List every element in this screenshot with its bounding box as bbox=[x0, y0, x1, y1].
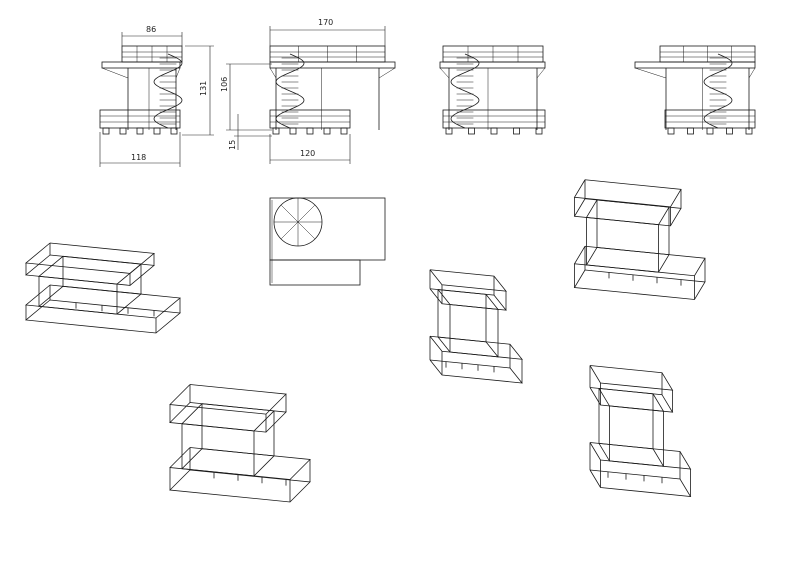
dim-top-width-86: 86 bbox=[121, 25, 183, 46]
dim-base-width-118: 118 bbox=[99, 132, 181, 167]
elevation-view-3 bbox=[439, 45, 546, 135]
dim-label: 120 bbox=[300, 149, 315, 158]
isometric-view-4 bbox=[169, 384, 311, 503]
dim-step-15: 15 bbox=[228, 114, 272, 150]
dim-top-width-170: 170 bbox=[269, 18, 386, 46]
dim-label: 106 bbox=[220, 77, 229, 92]
dim-label: 170 bbox=[318, 18, 333, 27]
dim-height-131: 131 bbox=[182, 45, 214, 136]
elevation-view-4 bbox=[634, 45, 756, 135]
dim-height-106: 106 bbox=[220, 63, 272, 131]
dim-label: 15 bbox=[228, 140, 237, 150]
isometric-view-5 bbox=[589, 365, 692, 497]
elevation-view-1 bbox=[99, 45, 183, 135]
dimension-annotations: 86 131 118 170 106 15 bbox=[99, 18, 386, 167]
dim-label: 118 bbox=[131, 153, 146, 162]
isometric-view-2 bbox=[573, 179, 706, 300]
dim-label: 86 bbox=[146, 25, 156, 34]
plan-view bbox=[269, 197, 386, 286]
isometric-view-3 bbox=[429, 269, 523, 384]
dim-base-width-120: 120 bbox=[269, 134, 351, 164]
isometric-view-1 bbox=[25, 242, 181, 334]
dim-label: 131 bbox=[199, 81, 208, 96]
elevation-view-2 bbox=[269, 45, 396, 135]
